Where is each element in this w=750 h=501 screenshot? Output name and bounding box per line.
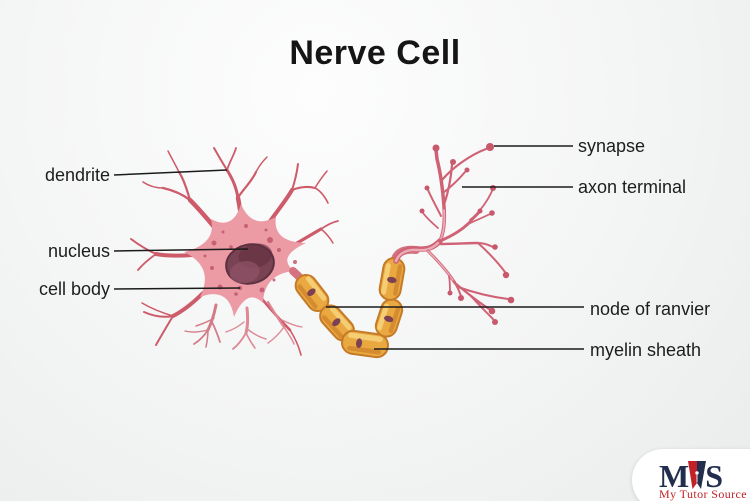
leader-lines	[113, 145, 584, 350]
cell-body	[184, 204, 306, 317]
synapse-boutons	[419, 143, 515, 325]
leader-line-cell-body	[113, 287, 241, 290]
myelin-sheath	[294, 257, 406, 359]
dendrites-light	[184, 300, 303, 350]
page-title: Nerve Cell	[289, 34, 461, 72]
myelin-segment	[319, 304, 355, 342]
myelin-segment	[374, 298, 404, 338]
myelin-segment	[294, 274, 330, 312]
label-myelin-sheath: myelin sheath	[590, 340, 702, 360]
label-synapse: synapse	[578, 136, 646, 156]
dendrites	[130, 147, 339, 356]
label-cell-body: cell body	[38, 279, 110, 299]
myelin-segment	[378, 257, 406, 301]
logo-tagline: My Tutor Source	[659, 486, 748, 501]
mts-logo-badge: M S My Tutor Source	[632, 449, 750, 501]
axon-terminal	[393, 143, 515, 325]
leader-line-dendrite	[113, 169, 228, 176]
label-dendrite: dendrite	[44, 165, 110, 185]
pen-nib-icon	[688, 460, 707, 489]
myelin-segment	[341, 329, 389, 359]
label-nucleus: nucleus	[47, 241, 110, 261]
leader-line-nucleus	[113, 248, 249, 252]
mts-acronym: M S	[659, 457, 723, 494]
logo-letter-m: M	[659, 457, 690, 494]
logo-letter-s: S	[705, 457, 723, 494]
label-axon-terminal: axon terminal	[578, 177, 687, 197]
label-node-of-ranvier: node of ranvier	[590, 299, 711, 319]
soma-speckles	[203, 224, 297, 296]
